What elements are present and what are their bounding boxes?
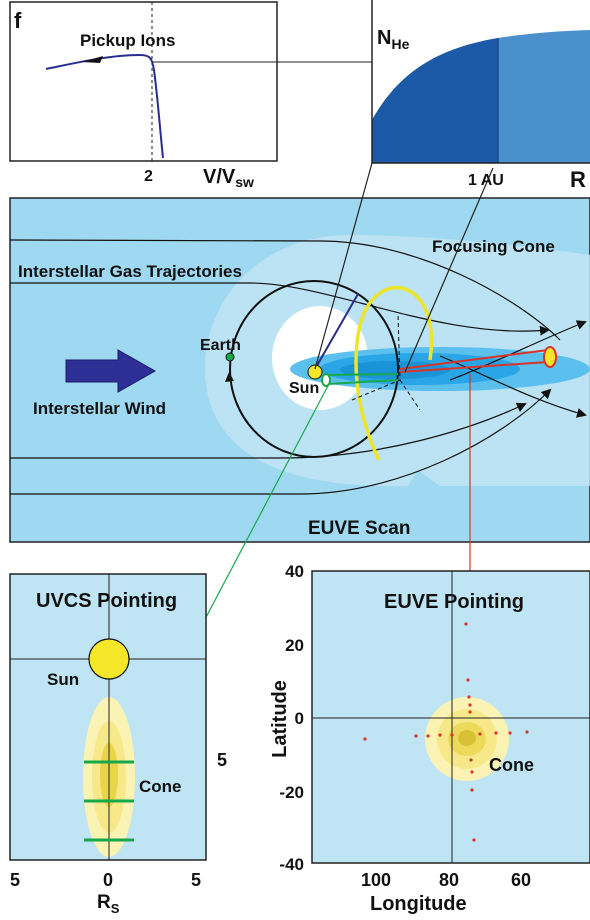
r-label: R: [570, 167, 586, 192]
pickup-ions-panel: f Pickup Ions 2 V/Vsw: [9, 1, 278, 190]
euve-x-tick-60: 60: [511, 870, 531, 890]
euve-pointing-panel: EUVE Pointing Cone 40 20 0 -20 -40 100 8…: [269, 562, 590, 915]
euve-scan-points: [363, 622, 529, 842]
euve-y-tick-20: 20: [285, 636, 304, 655]
euve-y-tick-minus20: -20: [279, 783, 304, 802]
euve-y-tick-minus40: -40: [279, 855, 304, 874]
euve-x-tick-100: 100: [361, 870, 391, 890]
earth-label: Earth: [200, 337, 241, 354]
orbit-arrow: [225, 372, 234, 382]
euve-title: EUVE Pointing: [384, 591, 524, 613]
uvcs-x-label: RS: [97, 892, 120, 916]
uvcs-x-tick-left: 5: [10, 870, 20, 890]
pickup-ions-title: Pickup Ions: [80, 31, 175, 50]
gas-trajectories-label: Interstellar Gas Trajectories: [18, 262, 242, 281]
uvcs-sun-label: Sun: [47, 670, 79, 689]
nhe-dark-area: [372, 38, 498, 163]
uvcs-x-tick-right: 5: [191, 870, 201, 890]
euve-cone-core: [458, 730, 476, 746]
uvcs-cone-label: Cone: [139, 777, 182, 796]
euve-scan-path: [354, 285, 434, 461]
v-over-vsw-label: V/Vsw: [203, 166, 254, 190]
sun-marker: [307, 364, 323, 380]
heliosphere-panel: Interstellar Gas Trajectories Focusing C…: [9, 197, 590, 543]
euve-x-label: Longitude: [370, 893, 467, 915]
pickup-curve-arrow: [82, 56, 103, 63]
cone-to-1au-connector: [404, 167, 494, 373]
green-pointing-aperture: [321, 373, 331, 387]
euve-y-label: Latitude: [269, 680, 291, 758]
euve-y-tick-0: 0: [295, 709, 304, 728]
sun-radial-line: [314, 293, 359, 370]
shell-notch: [408, 470, 440, 486]
helium-density-panel: NHe 1 AU R: [371, 0, 590, 192]
uvcs-right-tick: 5: [217, 750, 227, 770]
green-pointing-tube: [327, 373, 399, 385]
euve-x-tick-80: 80: [439, 870, 459, 890]
red-pointing-cone: [399, 349, 549, 373]
interstellar-wind-label: Interstellar Wind: [33, 399, 166, 418]
euve-y-tick-40: 40: [285, 562, 304, 581]
focusing-cone-label: Focusing Cone: [432, 237, 555, 256]
panel-letter-f: f: [14, 8, 22, 33]
nhe-label: NHe: [377, 27, 410, 52]
interstellar-wind-arrow: [65, 349, 157, 393]
fov-dashed-lines: [351, 314, 421, 411]
earth-orbit: [229, 280, 399, 458]
one-au-tick: 1 AU: [468, 172, 504, 189]
sun-label: Sun: [289, 380, 319, 397]
uvcs-x-tick-center: 0: [103, 870, 113, 890]
red-pointing-aperture: [543, 346, 557, 368]
euve-scan-label: EUVE Scan: [308, 518, 410, 539]
uvcs-pointing-panel: UVCS Pointing Sun Cone 5 5 0 5 RS: [9, 573, 227, 916]
uvcs-sun-disk: [88, 638, 130, 680]
earth-marker: [225, 352, 235, 362]
tick-2: 2: [144, 168, 153, 185]
uvcs-title: UVCS Pointing: [36, 590, 177, 612]
sun-to-nhe-connector: [314, 162, 373, 370]
pickup-ions-frame: [9, 1, 278, 162]
euve-cone-label: Cone: [489, 755, 534, 775]
